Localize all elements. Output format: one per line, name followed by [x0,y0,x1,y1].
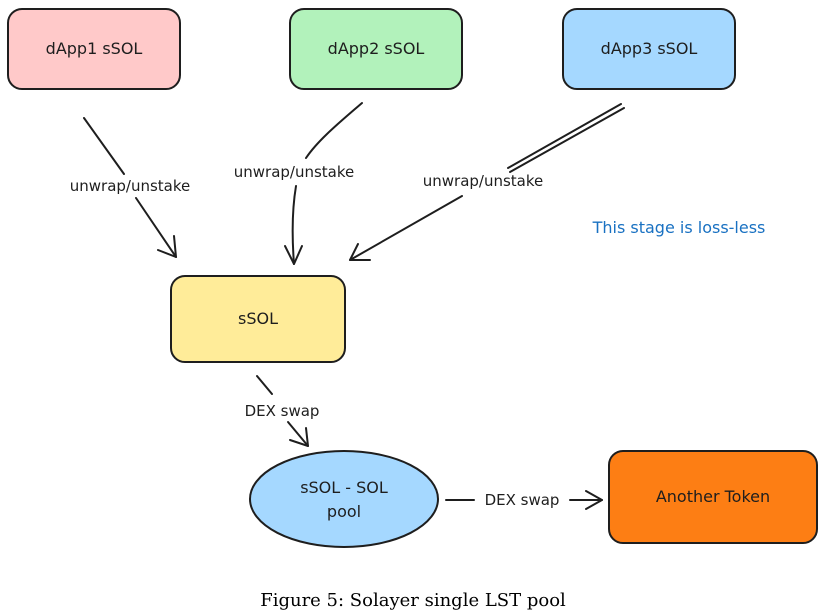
edge-dapp2-line-lower [291,185,297,265]
edge-dapp3-arrowhead [349,243,371,261]
edge-dapp1-to-ssol: unwrap/unstake [70,117,191,258]
edge-ssol-to-pool: DEX swap [245,375,320,447]
edge-dapp2-label: unwrap/unstake [234,163,355,181]
node-dapp1-label: dApp1 sSOL [46,39,143,58]
node-pool-ellipse [249,450,439,548]
edge-ssol-pool-label: DEX swap [245,402,320,420]
node-another-token-box [608,450,818,544]
edge-ssol-pool-line [256,375,273,395]
edge-dapp3-line [507,103,622,169]
edge-dapp3-line-lower [349,195,463,261]
loss-less-note: This stage is loss-less [592,218,766,237]
edge-dapp1-label: unwrap/unstake [70,177,191,195]
node-pool-label-line2: pool [327,502,361,521]
figure-caption: Figure 5: Solayer single LST pool [260,590,566,611]
node-ssol-box [170,275,346,363]
node-another-token: Another Token [608,450,818,544]
edge-dapp3-label: unwrap/unstake [423,172,544,190]
node-another-token-label: Another Token [656,487,770,506]
node-dapp3: dApp3 sSOL [562,8,736,90]
node-dapp2: dApp2 sSOL [289,8,463,90]
node-dapp1-box [7,8,181,90]
edge-dapp2-arrowhead [284,245,303,265]
edge-dapp3-to-ssol: unwrap/unstake [349,103,625,261]
node-pool: sSOL - SOL pool [249,450,439,548]
node-ssol-label: sSOL [238,309,278,328]
edge-dapp1-line [83,117,125,175]
node-dapp1: dApp1 sSOL [7,8,181,90]
edge-pool-token-arrowhead [585,490,603,510]
node-pool-label-line1: sSOL - SOL [300,478,388,497]
edge-pool-to-token: DEX swap [445,490,603,510]
edge-dapp1-line-lower [135,197,177,258]
node-dapp3-box [562,8,736,90]
edge-dapp2-to-ssol: unwrap/unstake [234,102,363,265]
edge-ssol-pool-arrowhead [289,427,309,447]
node-dapp3-label: dApp3 sSOL [601,39,698,58]
edge-dapp1-arrowhead [157,235,177,258]
node-dapp2-box [289,8,463,90]
edge-dapp3-line-b [509,107,625,173]
node-dapp2-label: dApp2 sSOL [328,39,425,58]
edge-dapp2-line [305,102,363,159]
edge-ssol-pool-line-lower [287,421,309,447]
edge-pool-token-label: DEX swap [485,491,560,509]
node-ssol: sSOL [170,275,346,363]
